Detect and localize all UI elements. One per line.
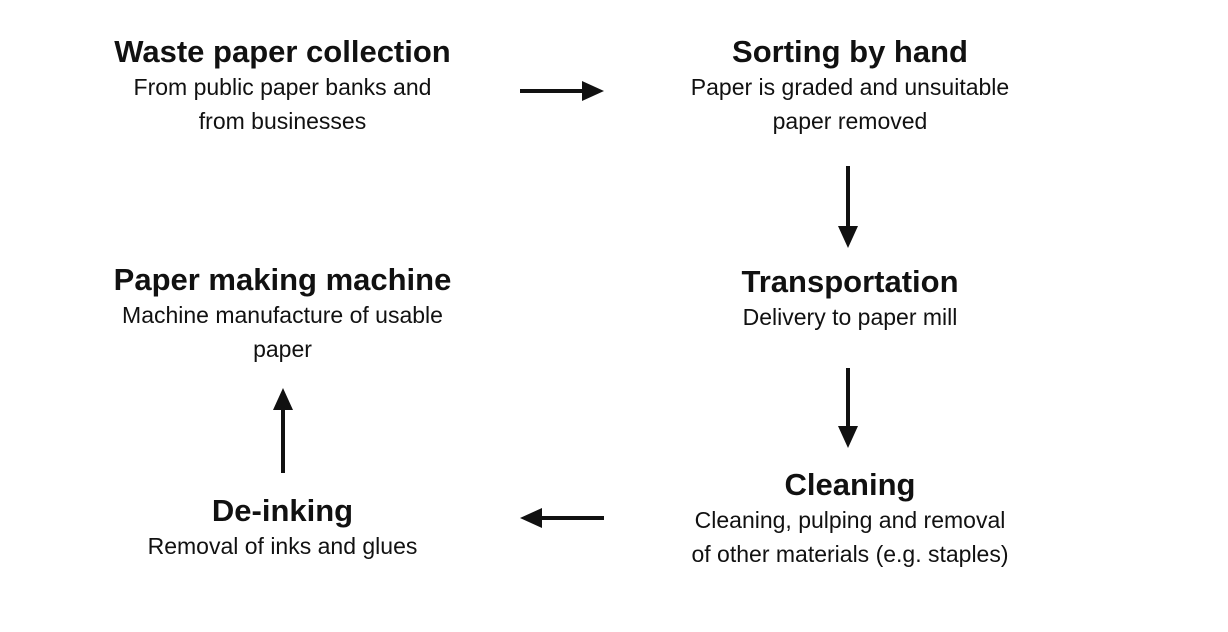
step-title: Paper making machine (113, 262, 452, 297)
step-de-inking: De-inking Removal of inks and glues (60, 493, 505, 563)
step-paper-making-machine: Paper making machine Machine manufacture… (60, 262, 505, 366)
step-description: Paper is graded and unsuitable paper rem… (690, 74, 1010, 134)
step-title: Cleaning (784, 467, 916, 502)
step-description: Removal of inks and glues (147, 533, 418, 559)
step-transportation: Transportation Delivery to paper mill (630, 264, 1070, 334)
arrow-down-icon (838, 166, 858, 248)
arrow-left-icon (520, 508, 604, 528)
step-title: Waste paper collection (114, 34, 451, 69)
step-title: Transportation (741, 264, 959, 299)
step-waste-paper-collection: Waste paper collection From public paper… (60, 34, 505, 138)
step-title: Sorting by hand (732, 34, 968, 69)
arrow-right-icon (520, 81, 604, 101)
step-title: De-inking (211, 493, 354, 528)
step-sorting-by-hand: Sorting by hand Paper is graded and unsu… (620, 34, 1080, 138)
arrow-down-icon (838, 368, 858, 448)
step-description: Machine manufacture of usable paper (122, 302, 443, 362)
step-description: Cleaning, pulping and removal of other m… (691, 507, 1009, 567)
step-description: From public paper banks and from busines… (133, 74, 432, 134)
arrow-up-icon (273, 388, 293, 473)
step-cleaning: Cleaning Cleaning, pulping and removal o… (620, 467, 1080, 571)
step-description: Delivery to paper mill (742, 304, 958, 330)
